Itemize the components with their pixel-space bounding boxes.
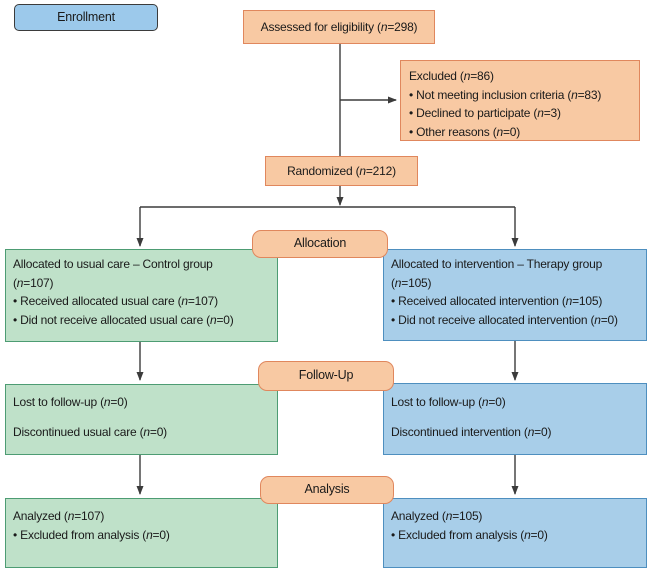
enrollment-stage-label: Enrollment — [57, 9, 115, 24]
control-analysis-box: Analyzed (n=107) Excluded from analysis … — [5, 498, 278, 568]
excluded-title: Excluded (n=86) — [409, 69, 494, 83]
control-followup-line: Discontinued usual care (n=0) — [13, 424, 167, 439]
intervention-allocation-box: Allocated to intervention – Therapy grou… — [383, 249, 647, 341]
intervention-analysis-box: Analyzed (n=105) Excluded from analysis … — [383, 498, 647, 568]
followup-stage-label-box: Follow-Up — [258, 361, 394, 391]
control-followup-line: Lost to follow-up (n=0) — [13, 395, 128, 409]
control-allocation-bullet-list: Received allocated usual care (n=107) Di… — [13, 292, 273, 329]
analysis-stage-label: Analysis — [304, 482, 350, 497]
intervention-followup-box: Lost to follow-up (n=0) Discontinued int… — [383, 383, 647, 455]
intervention-allocation-item: Received allocated intervention (n=105) — [391, 292, 642, 311]
control-allocation-subtitle: (n=107) — [13, 275, 54, 290]
control-analysis-item: Excluded from analysis (n=0) — [13, 526, 273, 545]
intervention-allocation-item: Did not receive allocated intervention (… — [391, 311, 642, 330]
intervention-followup-line: Discontinued intervention (n=0) — [391, 424, 552, 439]
control-allocation-title: Allocated to usual care – Control group — [13, 257, 213, 271]
randomized-box: Randomized (n=212) — [265, 156, 418, 186]
analysis-stage-label-box: Analysis — [260, 476, 394, 504]
followup-stage-label: Follow-Up — [298, 368, 354, 383]
intervention-analysis-title: Analyzed (n=105) — [391, 509, 483, 523]
excluded-bullet-list: Not meeting inclusion criteria (n=83) De… — [409, 86, 635, 142]
intervention-allocation-bullet-list: Received allocated intervention (n=105) … — [391, 292, 642, 329]
control-analysis-title: Analyzed (n=107) — [13, 509, 105, 523]
control-analysis-bullet-list: Excluded from analysis (n=0) — [13, 526, 273, 545]
assessed-eligibility-text: Assessed for eligibility (n=298) — [260, 19, 418, 34]
allocation-stage-label: Allocation — [293, 236, 347, 251]
randomized-text: Randomized (n=212) — [287, 163, 396, 178]
excluded-box: Excluded (n=86) Not meeting inclusion cr… — [400, 60, 640, 141]
control-followup-box: Lost to follow-up (n=0) Discontinued usu… — [5, 384, 278, 455]
intervention-allocation-subtitle: (n=105) — [391, 275, 432, 290]
excluded-item: Not meeting inclusion criteria (n=83) — [409, 86, 635, 105]
excluded-item: Declined to participate (n=3) — [409, 104, 635, 123]
enrollment-stage-box: Enrollment — [14, 4, 158, 31]
control-allocation-box: Allocated to usual care – Control group … — [5, 249, 278, 342]
excluded-item: Other reasons (n=0) — [409, 123, 635, 142]
intervention-analysis-item: Excluded from analysis (n=0) — [391, 526, 642, 545]
control-allocation-item: Did not receive allocated usual care (n=… — [13, 311, 273, 330]
assessed-eligibility-box: Assessed for eligibility (n=298) — [243, 10, 435, 44]
control-allocation-item: Received allocated usual care (n=107) — [13, 292, 273, 311]
allocation-stage-label-box: Allocation — [252, 230, 388, 258]
intervention-followup-line: Lost to follow-up (n=0) — [391, 395, 506, 409]
intervention-analysis-bullet-list: Excluded from analysis (n=0) — [391, 526, 642, 545]
intervention-allocation-title: Allocated to intervention – Therapy grou… — [391, 257, 603, 271]
